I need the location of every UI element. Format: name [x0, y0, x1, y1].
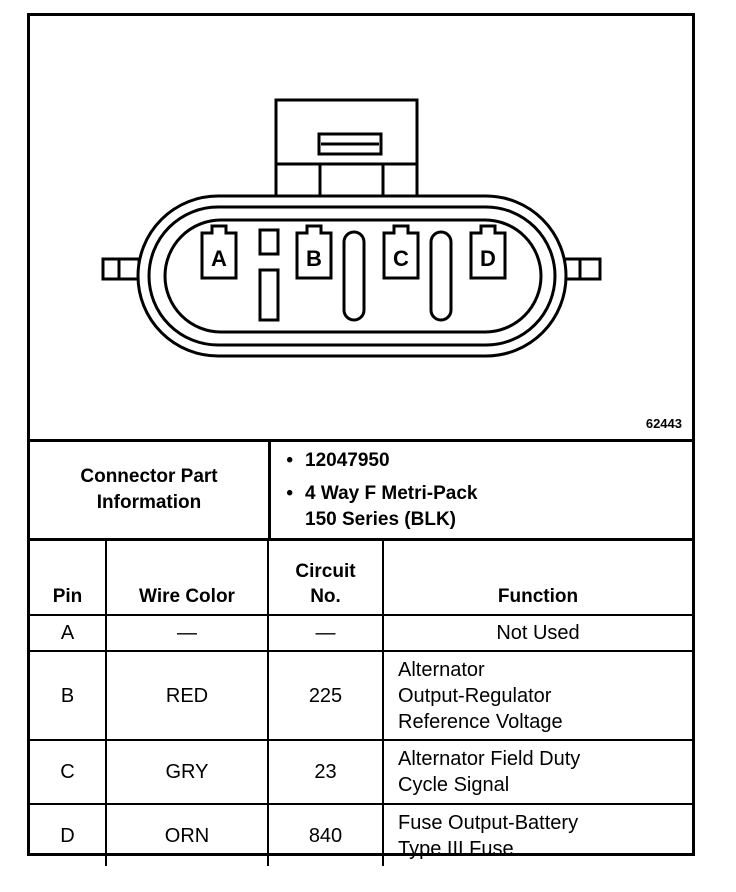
cell-wire-color: — [105, 614, 269, 652]
connector-keys [258, 228, 453, 322]
header-wire-color: Wire Color [105, 541, 269, 616]
pin-labels: A B C D [211, 246, 496, 271]
cell-function: Fuse Output-Battery Type III Fuse [382, 803, 692, 866]
terminal-cavities [200, 224, 507, 280]
bullet-icon: • [286, 450, 293, 471]
header-pin: Pin [30, 541, 107, 616]
connector-side-tab-left [101, 257, 141, 281]
part-number: 12047950 [305, 450, 390, 471]
table-row: C GRY 23 Alternator Field Duty Cycle Sig… [30, 739, 692, 805]
table-row: A — — Not Used [30, 614, 692, 652]
pin-label-a: A [211, 246, 227, 271]
connector-type: 4 Way F Metri-Pack 150 Series (BLK) [305, 483, 478, 530]
figure-id: 62443 [645, 416, 682, 431]
cell-pin: A [30, 614, 107, 652]
connector-side-tab-right [562, 257, 602, 281]
cell-circuit: 840 [267, 803, 384, 866]
cavity-b [295, 224, 333, 280]
cell-function: Alternator Field Duty Cycle Signal [382, 739, 692, 805]
connector-part-info: Connector Part Information • 12047950 • … [30, 442, 692, 541]
table-row: B RED 225 Alternator Output-Regulator Re… [30, 650, 692, 741]
cell-circuit: 225 [267, 650, 384, 741]
pin-function-table: Pin Wire Color Circuit No. Function A — … [30, 541, 692, 866]
cell-pin: B [30, 650, 107, 741]
table-header-row: Pin Wire Color Circuit No. Function [30, 541, 692, 616]
bullet-icon: • [286, 483, 293, 504]
pin-label-c: C [393, 246, 409, 271]
part-number-line: • 12047950 [271, 448, 686, 474]
part-info-label-text: Connector Part Information [80, 466, 218, 513]
cell-circuit: — [267, 614, 384, 652]
connector-latch [274, 98, 419, 198]
part-info-values: • 12047950 • 4 Way F Metri-Pack 150 Seri… [271, 448, 686, 540]
cell-wire-color: ORN [105, 803, 269, 866]
connector-type-line: • 4 Way F Metri-Pack 150 Series (BLK) [271, 481, 686, 533]
connector-sheet: A B C D 62443 Connector Part Information… [27, 13, 695, 866]
connector-face-drawing: A B C D [101, 98, 602, 358]
part-info-label: Connector Part Information [30, 442, 271, 538]
pin-label-d: D [480, 246, 496, 271]
cell-pin: D [30, 803, 107, 866]
cell-wire-color: GRY [105, 739, 269, 805]
cell-function: Not Used [382, 614, 692, 652]
cell-function: Alternator Output-Regulator Reference Vo… [382, 650, 692, 741]
header-function: Function [382, 541, 692, 616]
connector-diagram-panel: A B C D 62443 [30, 16, 692, 442]
cavity-a [200, 224, 238, 280]
cavity-d [469, 224, 507, 280]
pin-label-b: B [306, 246, 322, 271]
header-circuit-no: Circuit No. [267, 541, 384, 616]
cell-circuit: 23 [267, 739, 384, 805]
table-row: D ORN 840 Fuse Output-Battery Type III F… [30, 803, 692, 866]
cavity-c [382, 224, 420, 280]
cell-wire-color: RED [105, 650, 269, 741]
cell-pin: C [30, 739, 107, 805]
